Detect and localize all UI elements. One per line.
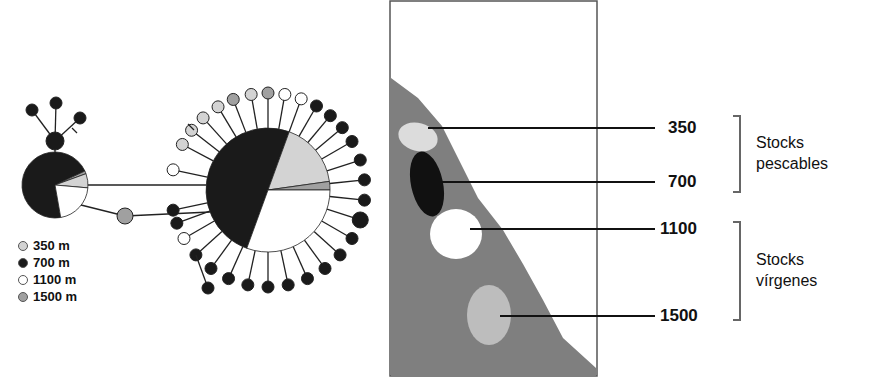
pie-wedge <box>268 181 330 190</box>
legend-swatch <box>18 275 28 285</box>
haplotype-circle <box>324 110 336 122</box>
haplotype-circle <box>346 136 358 148</box>
haplotype-circle <box>301 273 313 285</box>
haplotype-circle <box>197 112 209 124</box>
haplotype-circle <box>336 122 348 134</box>
haplotype-circle <box>167 204 179 216</box>
haplotype-circle <box>352 212 368 228</box>
haplotype-circle <box>358 194 370 206</box>
depth-value: 350 <box>668 118 696 138</box>
haplotype-circle <box>358 174 370 186</box>
haplotype-circle <box>346 233 358 245</box>
slope <box>391 78 596 376</box>
haplotype-circle <box>50 97 62 109</box>
pie-wedge <box>55 185 88 217</box>
bracket <box>733 222 740 320</box>
haplotype-circle <box>74 112 86 124</box>
haplotype-circle <box>167 164 179 176</box>
depth-value: 1100 <box>660 219 697 239</box>
haplotype-circle <box>178 233 190 245</box>
haplotype-circle <box>279 88 291 100</box>
legend-text: 700 m <box>33 255 70 271</box>
haplotype-circle <box>311 100 323 112</box>
group-label: Stocks vírgenes <box>756 250 848 292</box>
pie-wedge <box>268 132 329 190</box>
leader-line <box>470 228 655 230</box>
haplotype-circle <box>262 87 274 99</box>
network-link <box>188 124 194 130</box>
haplotype-circle <box>26 104 38 116</box>
haplotype-circle <box>117 208 133 224</box>
haplotype-circle <box>46 132 64 150</box>
network-link <box>88 184 206 185</box>
haplotype-circle <box>354 154 366 166</box>
haplotype-circle <box>176 138 188 150</box>
stock-350 <box>395 118 441 155</box>
bracket <box>733 116 740 192</box>
haplotype-network <box>22 87 370 294</box>
pie-wedge <box>247 190 330 252</box>
haplotype-circle <box>295 93 307 105</box>
depth-value: 700 <box>668 172 696 192</box>
haplotype-circle <box>205 262 217 274</box>
stock-1100 <box>430 209 482 259</box>
haplotype-circle <box>227 93 239 105</box>
haplotype-circle <box>223 273 235 285</box>
legend-swatch <box>18 258 28 268</box>
network-link <box>72 128 77 133</box>
haplotype-circle <box>212 101 224 113</box>
legend-text: 350 m <box>33 238 70 254</box>
legend-swatch <box>18 292 28 302</box>
haplotype-circle <box>186 124 198 136</box>
legend-swatch <box>18 241 28 251</box>
group-label: Stocks pescables <box>756 133 848 175</box>
haplotype-circle <box>282 279 294 291</box>
leader-line <box>500 315 655 317</box>
haplotype-circle <box>245 88 257 100</box>
legend-text: 1500 m <box>33 289 77 305</box>
haplotype-circle <box>242 279 254 291</box>
haplotype-circle <box>202 282 214 294</box>
panel-frame <box>390 1 597 376</box>
leader-line <box>438 181 655 183</box>
haplotype-circle <box>319 262 331 274</box>
haplotype-circle <box>171 217 183 229</box>
leader-line <box>428 127 655 129</box>
stock-700 <box>404 148 449 219</box>
haplotype-circle <box>334 249 346 261</box>
haplotype-circle <box>262 281 274 293</box>
legend-text: 1100 m <box>33 272 76 288</box>
depth-profile <box>390 1 740 376</box>
depth-value: 1500 <box>660 306 698 326</box>
